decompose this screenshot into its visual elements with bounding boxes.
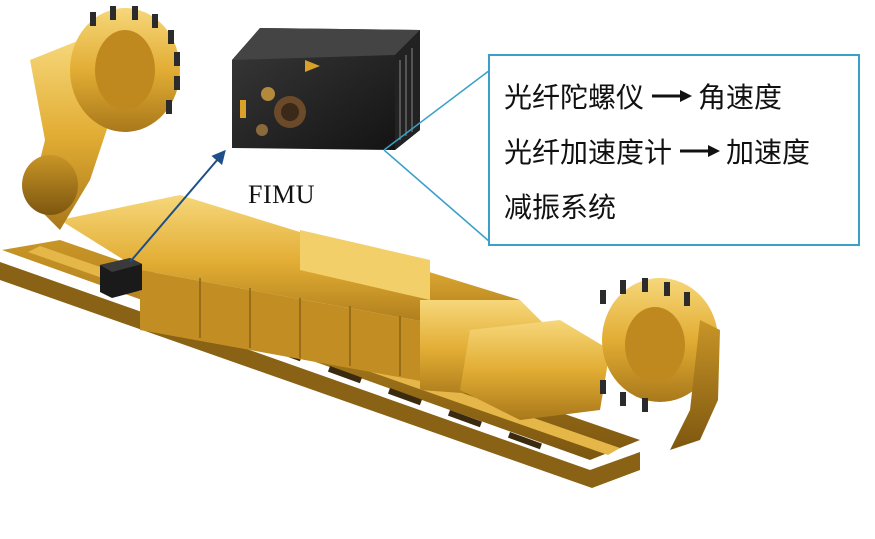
row-source-text: 减振系统 [504, 191, 617, 224]
left-cutting-arm [22, 6, 180, 230]
fimu-label: FIMU [248, 180, 316, 209]
row-source-text: 光纤陀螺仪 [504, 81, 645, 114]
fimu-device-image [232, 28, 420, 150]
right-cutting-arm [460, 278, 720, 450]
callout-row-damping: 减振系统 [504, 186, 616, 226]
right-arrow-icon [680, 145, 721, 157]
row-source-text: 光纤加速度计 [504, 136, 673, 169]
callout-box: 光纤陀螺仪 角速度 光纤加速度计 加速度 减振系统 [488, 54, 860, 246]
callout-row-gyroscope: 光纤陀螺仪 角速度 [504, 76, 782, 116]
row-target-text: 角速度 [698, 81, 783, 114]
row-target-text: 加速度 [726, 136, 811, 169]
callout-row-accelerometer: 光纤加速度计 加速度 [504, 131, 810, 171]
pointer-arrow [129, 149, 226, 263]
right-arrow-icon [652, 90, 693, 102]
callout-pointer [383, 69, 491, 243]
